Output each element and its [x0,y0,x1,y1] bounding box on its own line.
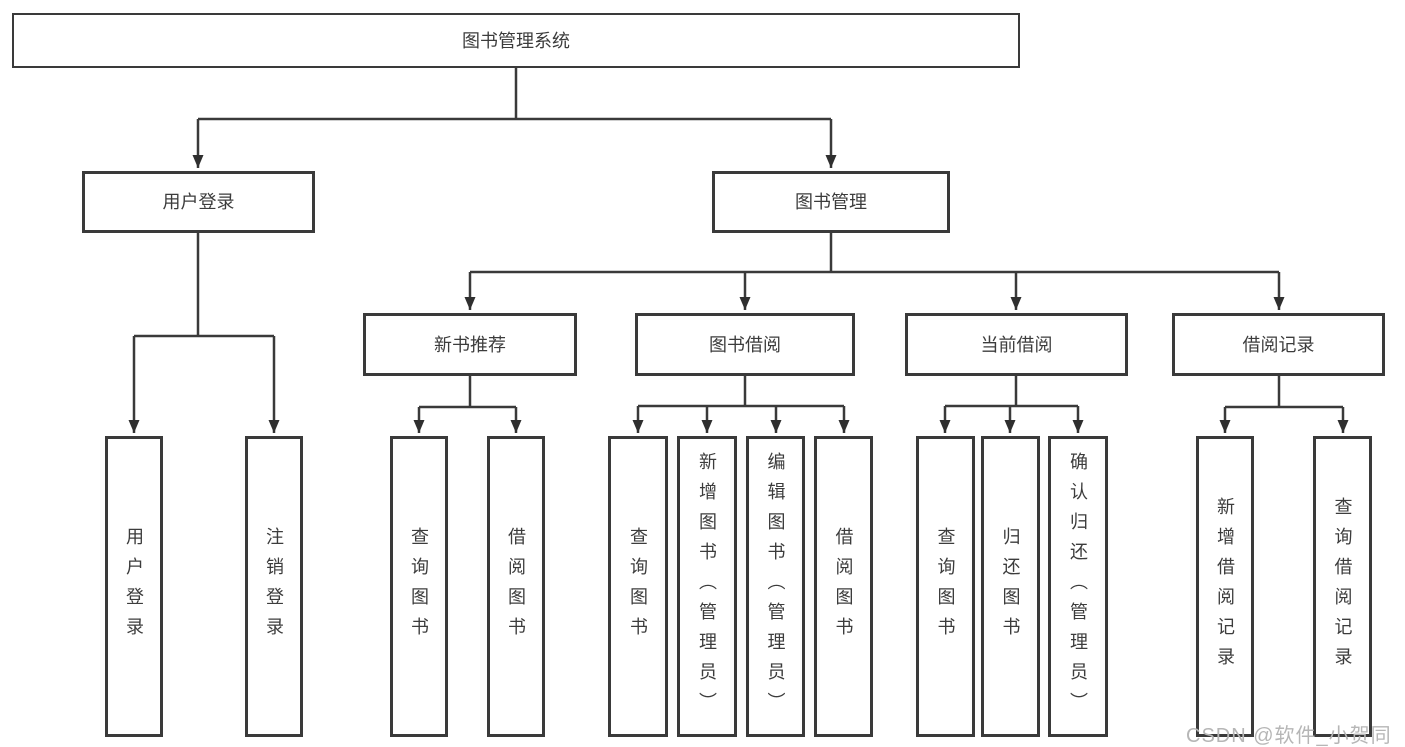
node-borrow-records: 借阅记录 [1172,313,1385,376]
leaf-logout: 注销登录 [245,436,303,737]
node-book-management: 图书管理 [712,171,950,233]
node-new-book-recommend: 新书推荐 [363,313,577,376]
leaf-borrow-books-recommend: 借阅图书 [487,436,545,737]
node-current-borrow: 当前借阅 [905,313,1128,376]
node-user-login: 用户登录 [82,171,315,233]
leaf-query-books-recommend: 查询图书 [390,436,448,737]
leaf-add-book-admin: 新增图书（管理员） [677,436,737,737]
leaf-borrow-books-borrow: 借阅图书 [814,436,873,737]
leaf-query-borrow-record: 查询借阅记录 [1313,436,1372,737]
leaf-add-borrow-record: 新增借阅记录 [1196,436,1254,737]
watermark-text: CSDN @软件_小贺同学 [1186,725,1392,747]
leaf-query-books-current: 查询图书 [916,436,975,737]
leaf-query-books-borrow: 查询图书 [608,436,668,737]
node-library-system: 图书管理系统 [12,13,1020,68]
leaf-user-login: 用户登录 [105,436,163,737]
node-book-borrow: 图书借阅 [635,313,855,376]
leaf-confirm-return-admin: 确认归还（管理员） [1048,436,1108,737]
leaf-return-book: 归还图书 [981,436,1040,737]
leaf-edit-book-admin: 编辑图书（管理员） [746,436,805,737]
